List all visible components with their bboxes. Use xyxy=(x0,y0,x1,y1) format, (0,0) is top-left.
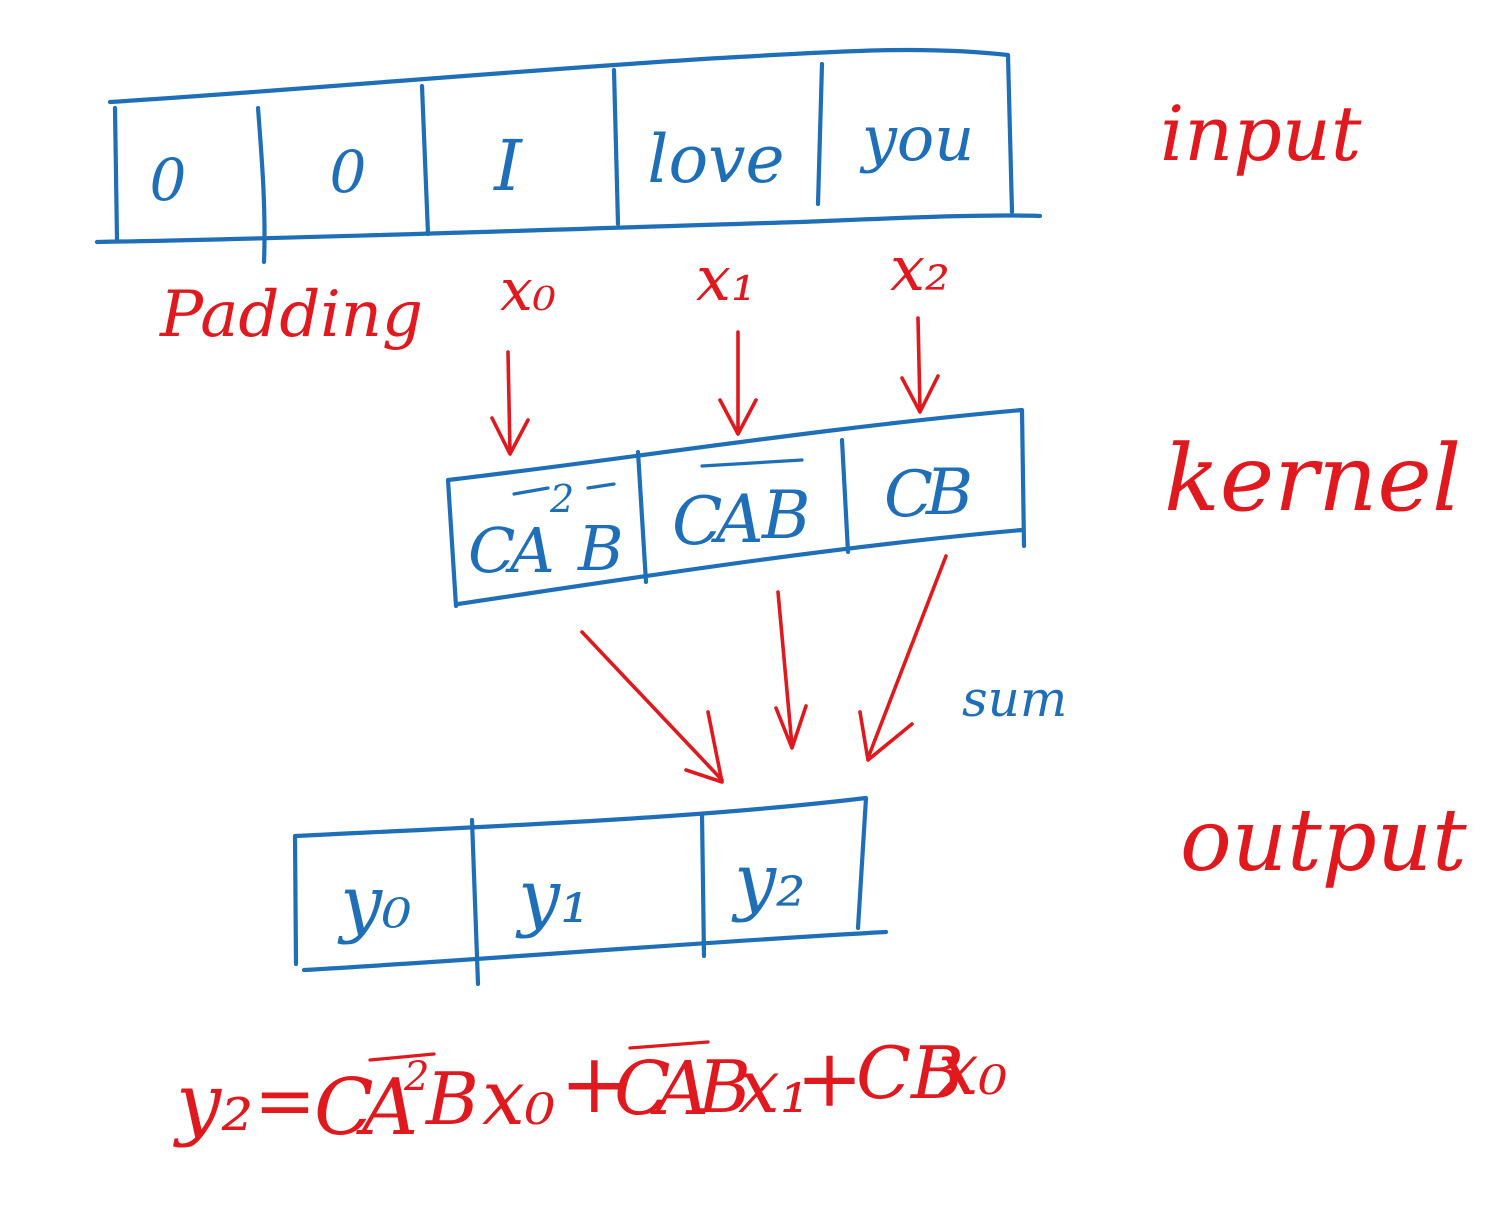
kernel-cell-0-a: A xyxy=(505,514,555,587)
equation-equals: = xyxy=(254,1058,316,1144)
input-cell-2: I xyxy=(492,125,523,207)
equation-t2-b: B xyxy=(696,1045,751,1129)
output-cell-1: y₁ xyxy=(515,854,589,940)
equation-plus-1: + xyxy=(560,1037,629,1132)
x0-label: x₀ xyxy=(500,256,556,324)
input-cell-4: you xyxy=(859,102,974,175)
equation-t1-var: x₀ xyxy=(482,1053,555,1142)
output-divider-1 xyxy=(469,817,481,987)
equation-t1-a: A xyxy=(356,1063,418,1153)
kernel-cell-1-c: C xyxy=(672,483,723,560)
sum-label: sum xyxy=(962,670,1067,728)
kernel-row: C A 2 B C A B C B xyxy=(445,407,1027,609)
input-row: 0 0 I love you xyxy=(94,47,1043,265)
input-divider-2 xyxy=(419,83,431,237)
equation-t3: CB xyxy=(856,1031,964,1115)
arrow-k1 xyxy=(774,590,808,750)
arrow-x1 xyxy=(718,330,758,436)
equation-t2-var: x₁ xyxy=(738,1044,809,1130)
input-label: input xyxy=(1160,89,1362,178)
equation: y₂ = C A 2 B x₀ + C A B x₁ + CB x₀ xyxy=(173,1027,1007,1153)
kernel-to-output-arrows xyxy=(580,554,948,784)
input-divider-1 xyxy=(255,105,267,265)
kernel-cell-0-overline-a xyxy=(512,486,550,496)
arrow-x2 xyxy=(900,316,940,414)
output-label: output xyxy=(1180,791,1467,891)
arrow-x0 xyxy=(490,350,530,456)
input-divider-4 xyxy=(815,61,825,207)
output-cell-2: y₂ xyxy=(731,838,805,924)
x2-label: x₂ xyxy=(890,232,950,305)
equation-t1-c: C xyxy=(314,1063,374,1153)
kernel-cell-2-b: B xyxy=(925,456,973,530)
padding-label: Padding xyxy=(159,278,423,352)
kernel-cell-0-sup: 2 xyxy=(549,477,574,521)
input-divider-3 xyxy=(611,67,621,227)
kernel-cell-0-overline-b xyxy=(586,482,616,490)
equation-t2-c: C xyxy=(614,1046,671,1132)
input-cell-0: 0 xyxy=(150,146,187,214)
kernel-label: kernel xyxy=(1164,425,1461,532)
input-box-outline xyxy=(94,47,1043,245)
equation-lhs: y₂ xyxy=(173,1056,253,1149)
equation-t1-overline xyxy=(368,1052,436,1062)
equation-t1-b: B xyxy=(424,1057,479,1141)
input-cell-1: 0 xyxy=(330,138,367,206)
equation-t1-sup: 2 xyxy=(403,1054,429,1100)
output-box-outline xyxy=(292,795,889,973)
equation-t2-overline xyxy=(628,1040,710,1050)
equation-t3-var: x₀ xyxy=(938,1027,1007,1111)
arrow-k2 xyxy=(858,554,948,762)
output-row: y₀ y₁ y₂ xyxy=(292,795,889,987)
kernel-divider-2 xyxy=(839,437,851,555)
kernel-cell-1-a: A xyxy=(710,481,764,558)
input-cell-3: love xyxy=(647,121,784,198)
output-divider-2 xyxy=(699,811,707,959)
kernel-cell-1-b: B xyxy=(761,477,811,554)
arrow-k0 xyxy=(580,630,724,784)
kernel-divider-1 xyxy=(635,449,649,585)
x1-label: x₁ xyxy=(696,242,756,315)
kernel-cell-1-overline xyxy=(700,458,804,468)
kernel-cell-0-b: B xyxy=(577,512,624,585)
kernel-cell-0-c: C xyxy=(468,514,515,587)
equation-t2-a: A xyxy=(650,1046,709,1132)
kernel-box-outline xyxy=(445,407,1027,609)
kernel-cell-2-c: C xyxy=(884,458,933,532)
equation-plus-2: + xyxy=(796,1032,863,1125)
output-cell-0: y₀ xyxy=(337,860,411,946)
input-to-kernel-arrows xyxy=(490,316,940,456)
